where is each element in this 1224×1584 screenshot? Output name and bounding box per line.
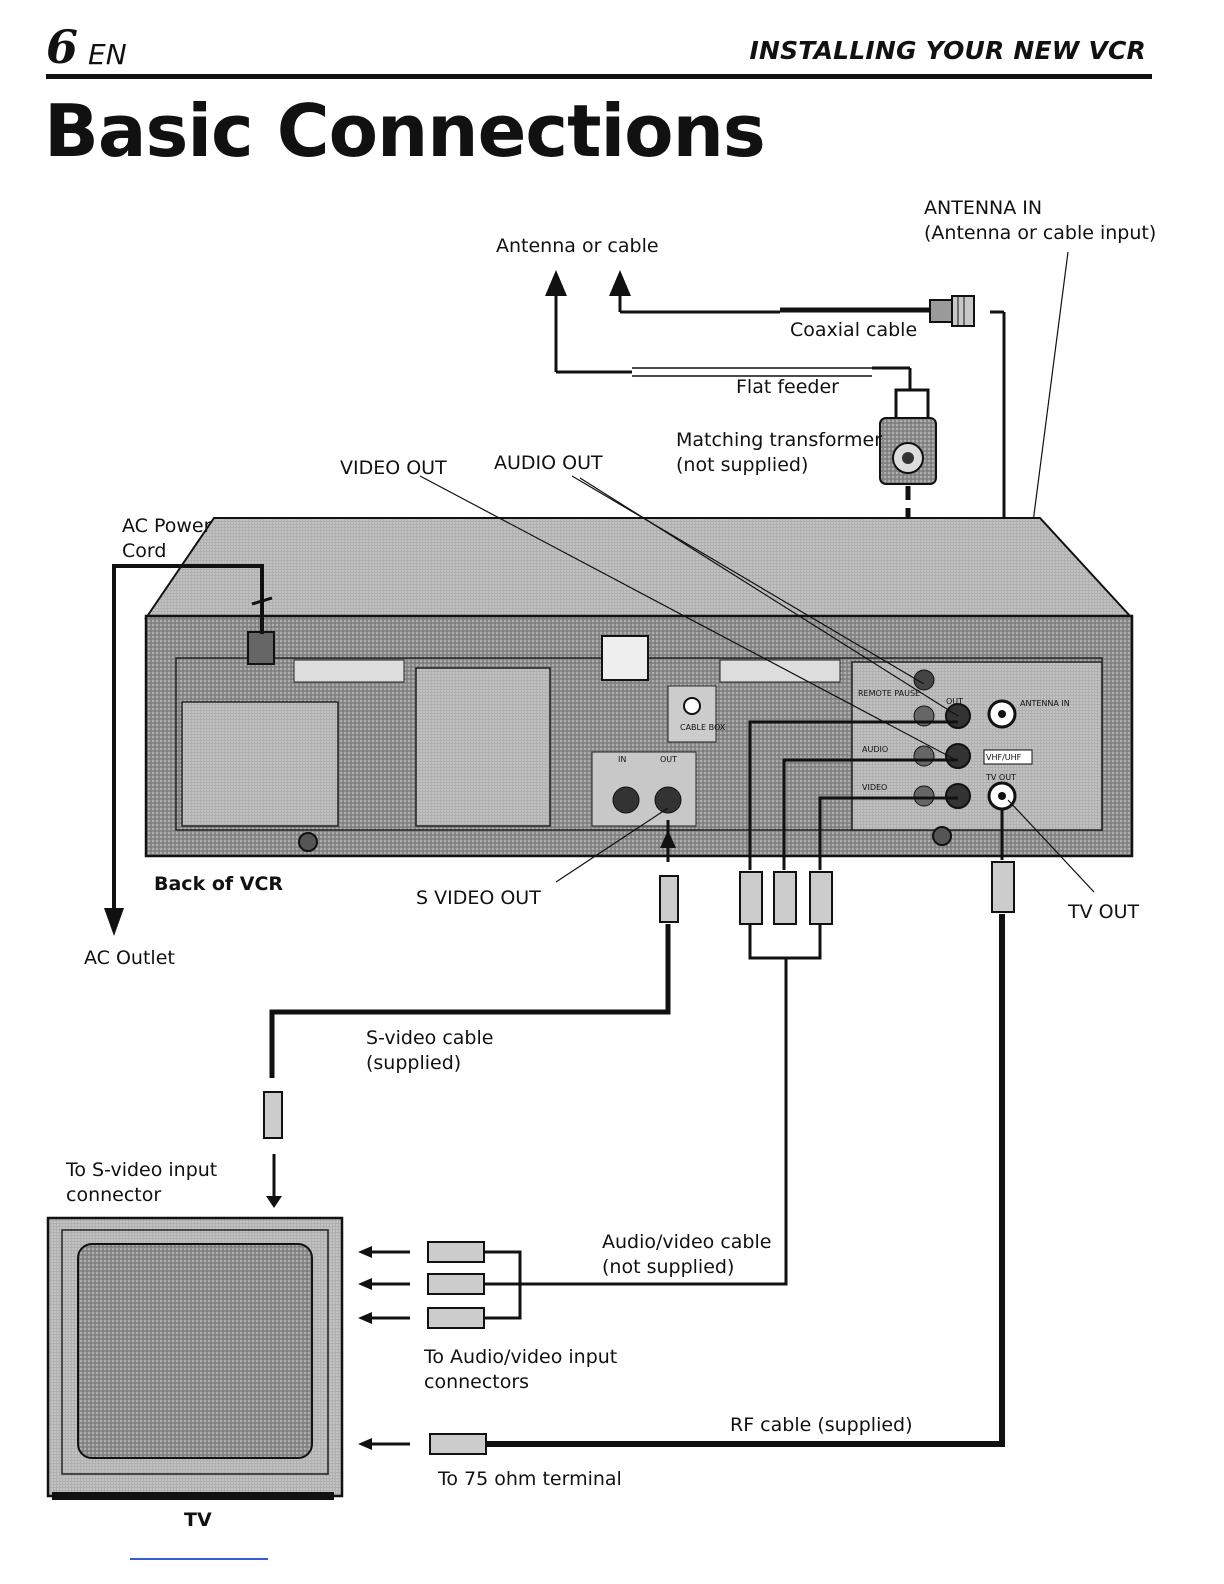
header-rule (46, 74, 1152, 79)
video-out-label: VIDEO OUT (340, 457, 447, 479)
to-s-video-input-label: To S-video input connector (66, 1159, 218, 1206)
page-number: 6 (46, 20, 79, 74)
s-video-cable-label: S-video cable (supplied) (366, 1027, 494, 1074)
out-label: OUT (660, 755, 677, 764)
remote-label: REMOTE PAUSE (858, 689, 920, 698)
audio-video-cable-label: Audio/video cable (not supplied) (602, 1231, 772, 1278)
out-small-label: OUT (946, 697, 963, 706)
matching-transformer-label: Matching transformer (not supplied) (676, 429, 883, 476)
s-video-out-label: S VIDEO OUT (416, 887, 541, 909)
back-of-vcr-label: Back of VCR (154, 873, 284, 895)
leader-lines (419, 475, 1095, 893)
in-label: IN (618, 755, 626, 764)
bottom-rule (130, 1558, 268, 1560)
rf-cable (358, 810, 1015, 1455)
rf-cable-label: RF cable (supplied) (730, 1414, 913, 1436)
ac-outlet-label: AC Outlet (84, 947, 175, 969)
av-cable (358, 720, 958, 1329)
cable-box-label: CABLE BOX (680, 723, 726, 732)
video-label: VIDEO (862, 783, 887, 792)
antenna-in-label: ANTENNA IN (Antenna or cable input) (924, 197, 1157, 244)
tv-out-small-label: TV OUT (985, 773, 1016, 782)
matching-transformer-icon (879, 388, 937, 485)
ac-power-cord (104, 564, 273, 936)
tv-icon (46, 1216, 344, 1500)
audio-out-label: AUDIO OUT (494, 452, 603, 474)
vcr-panel-labels: CABLE BOX IN OUT REMOTE PAUSE AUDIO VIDE… (618, 689, 1070, 792)
s-video-cable (263, 820, 679, 1208)
coaxial-plug-icon (929, 295, 975, 327)
page-title: Basic Connections (44, 89, 766, 173)
antenna-or-cable-label: Antenna or cable (496, 235, 659, 257)
ac-power-cord-label: AC Power Cord (122, 515, 212, 562)
vcr-body (144, 517, 1134, 858)
language-code: EN (88, 38, 127, 71)
antenna-in-small-label: ANTENNA IN (1020, 699, 1070, 708)
audio-label: AUDIO (862, 745, 888, 754)
tv-out-label: TV OUT (1068, 901, 1140, 923)
tv-label: TV (184, 1509, 212, 1531)
to-av-input-label: To Audio/video input connectors (424, 1346, 618, 1393)
flat-feeder-label: Flat feeder (736, 376, 839, 398)
section-title: INSTALLING YOUR NEW VCR (749, 36, 1146, 65)
to-75-ohm-label: To 75 ohm terminal (438, 1468, 622, 1490)
coaxial-cable-label: Coaxial cable (790, 319, 918, 341)
vhf-uhf-label: VHF/UHF (986, 753, 1022, 762)
